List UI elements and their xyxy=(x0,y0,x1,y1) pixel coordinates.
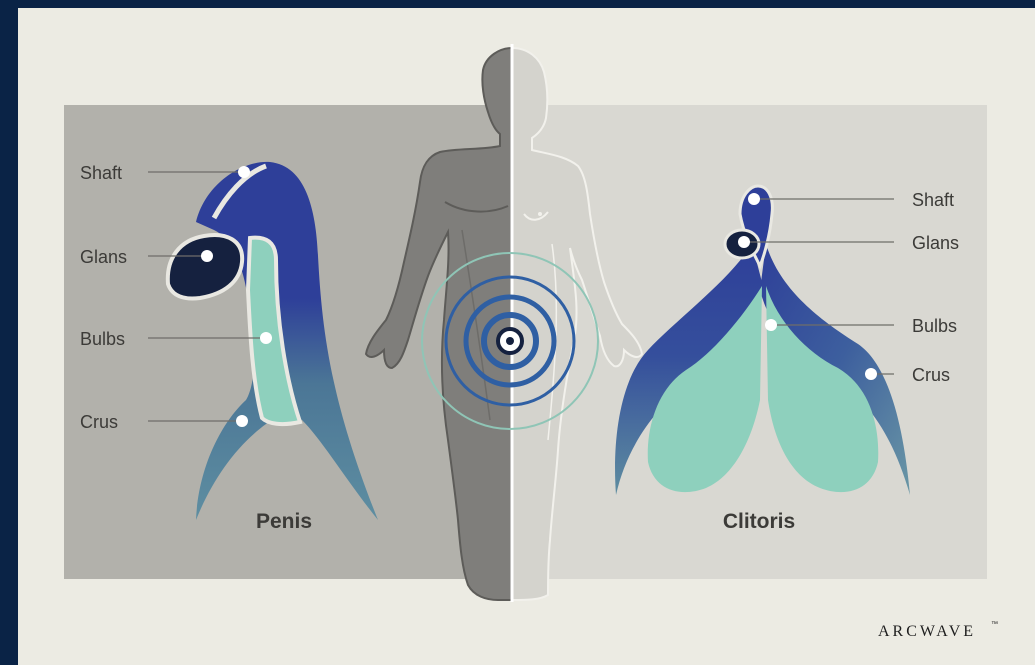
brand-name: ARCWAVE xyxy=(878,623,976,640)
brand-trademark: ™ xyxy=(991,621,998,628)
clitoris-crus-label: Crus xyxy=(912,365,950,385)
glans-marker-dot xyxy=(738,236,750,248)
clitoris-title: Clitoris xyxy=(723,510,795,533)
shaft-marker-dot xyxy=(748,193,760,205)
penis-crus-label: Crus xyxy=(80,412,118,432)
penis-title: Penis xyxy=(256,510,312,533)
bulbs-marker-dot xyxy=(765,319,777,331)
clitoris-shaft-label: Shaft xyxy=(912,190,954,210)
penis-bulbs-label: Bulbs xyxy=(80,329,125,349)
penis-glans-label: Glans xyxy=(80,247,127,267)
clitoris-glans-label: Glans xyxy=(912,233,959,253)
glans-marker-dot xyxy=(201,250,213,262)
penis-shaft-label: Shaft xyxy=(80,163,122,183)
crus-marker-dot xyxy=(865,368,877,380)
shaft-marker-dot xyxy=(238,166,250,178)
clitoris-bulbs-label: Bulbs xyxy=(912,316,957,336)
bulbs-marker-dot xyxy=(260,332,272,344)
crus-marker-dot xyxy=(236,415,248,427)
